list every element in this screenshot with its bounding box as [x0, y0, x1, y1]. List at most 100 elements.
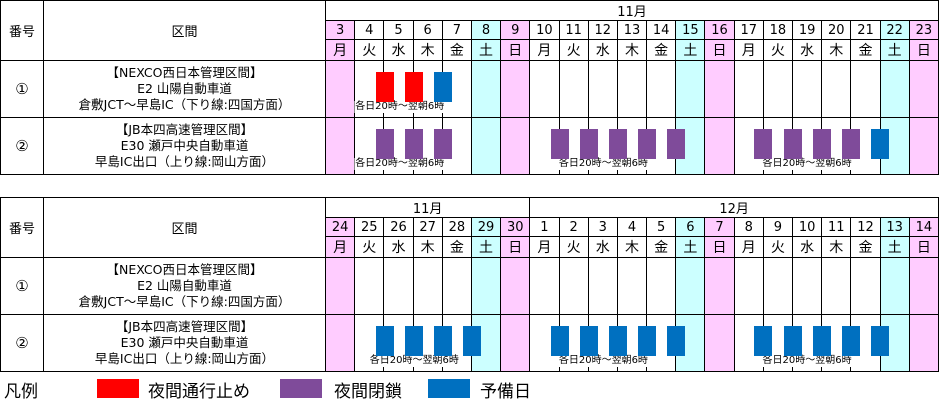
weekday: 日	[500, 39, 531, 61]
day-number: 25	[354, 217, 385, 237]
weekday: 土	[879, 236, 910, 258]
schedule-cell	[908, 314, 940, 372]
day-number: 23	[908, 20, 940, 40]
reserve-day-bar	[579, 326, 598, 356]
schedule-cell	[704, 314, 735, 372]
weekday: 水	[791, 236, 823, 258]
legend: 凡例 夜間通行止め 夜間閉鎖 予備日	[0, 377, 940, 402]
weekday: 水	[383, 236, 414, 258]
schedule-cell	[850, 257, 881, 315]
legend-swatch-night-closure-red	[97, 379, 139, 398]
weekday: 木	[412, 236, 443, 258]
route-segment: 早島IC出口（上り線:岡山方面）	[94, 351, 275, 366]
route-section: 【JB本四高速管理区間】E30 瀬戸中央自動車道早島IC出口（上り線:岡山方面）	[43, 314, 326, 372]
route-number: ①	[0, 257, 44, 315]
weekday: 木	[821, 39, 852, 61]
route-number: ①	[0, 60, 44, 118]
legend-label-night-road-closure: 夜間通行止め	[148, 382, 250, 402]
schedule-cell	[762, 257, 794, 315]
route-road-name: E30 瀬戸中央自動車道	[120, 335, 249, 350]
weekday: 日	[908, 39, 940, 61]
day-number: 10	[529, 20, 560, 40]
reserve-day-bar	[638, 326, 657, 356]
weekday: 月	[733, 236, 764, 258]
day-number: 12	[587, 20, 618, 40]
reserve-day-bar	[812, 326, 831, 356]
weekday: 木	[412, 39, 443, 61]
day-number: 1	[529, 217, 560, 237]
day-number: 6	[675, 217, 706, 237]
night-closure-bar	[754, 129, 773, 159]
schedule-cell	[791, 257, 823, 315]
night-closure-bar	[638, 129, 657, 159]
schedule-cell	[324, 257, 356, 315]
schedule-cell	[675, 60, 706, 118]
day-number: 15	[675, 20, 706, 40]
day-number: 5	[646, 217, 677, 237]
day-number: 8	[470, 20, 502, 40]
weekday: 土	[470, 236, 502, 258]
route-section: 【JB本四高速管理区間】E30 瀬戸中央自動車道早島IC出口（上り線:岡山方面）	[43, 117, 326, 175]
schedule-cell	[500, 314, 531, 372]
route-road-name: E2 山陽自動車道	[137, 81, 232, 96]
schedule-cell	[412, 257, 443, 315]
schedule-cell	[587, 60, 618, 118]
reserve-day-bar	[434, 326, 453, 356]
schedule-cell	[441, 257, 472, 315]
schedule-cell	[733, 60, 764, 118]
header-section: 区間	[43, 0, 326, 61]
day-number: 14	[908, 217, 940, 237]
weekday: 日	[704, 236, 735, 258]
route-segment: 倉敷JCT～早島IC（下り線:四国方面）	[78, 294, 291, 309]
schedule-cell	[704, 117, 735, 175]
day-number: 17	[733, 20, 764, 40]
day-number: 7	[704, 217, 735, 237]
schedule-cell	[354, 257, 385, 315]
weekday: 火	[354, 39, 385, 61]
schedule-cell	[646, 257, 677, 315]
night-closure-bar	[550, 129, 569, 159]
reserve-day-bar	[754, 326, 773, 356]
day-number: 5	[383, 20, 414, 40]
weekday: 水	[587, 39, 618, 61]
weekday: 火	[558, 39, 589, 61]
route-section: 【NEXCO西日本管理区間】E2 山陽自動車道倉敷JCT～早島IC（下り線:四国…	[43, 60, 326, 118]
schedule-cell	[704, 257, 735, 315]
route-manager: 【NEXCO西日本管理区間】	[106, 65, 263, 80]
route-segment: 早島IC出口（上り線:岡山方面）	[94, 154, 275, 169]
month-header: 11月	[324, 197, 531, 218]
schedule-cell	[704, 60, 735, 118]
header-number: 番号	[0, 0, 44, 61]
night-closure-bar	[579, 129, 598, 159]
schedule-cell	[908, 60, 940, 118]
reserve-day-bar	[463, 326, 482, 356]
weekday: 金	[850, 39, 881, 61]
route-row: ①【NEXCO西日本管理区間】E2 山陽自動車道倉敷JCT～早島IC（下り線:四…	[0, 257, 940, 315]
legend-label-reserve-day: 予備日	[480, 382, 531, 402]
day-number: 24	[324, 217, 356, 237]
weekday: 日	[500, 236, 531, 258]
night-closure-bar	[376, 129, 395, 159]
schedule-cell	[908, 257, 940, 315]
day-number: 28	[441, 217, 472, 237]
night-closure-bar	[434, 129, 453, 159]
reserve-day-bar	[667, 326, 686, 356]
weekday: 火	[762, 236, 794, 258]
day-number: 3	[324, 20, 356, 40]
schedule-cell	[587, 257, 618, 315]
weekday: 月	[733, 39, 764, 61]
day-number: 11	[821, 217, 852, 237]
reserve-day-bar	[841, 326, 860, 356]
day-number: 21	[850, 20, 881, 40]
weekday: 木	[821, 236, 852, 258]
schedule-cell	[470, 60, 502, 118]
route-manager: 【JB本四高速管理区間】	[115, 319, 254, 334]
schedule-cell	[646, 60, 677, 118]
day-number: 16	[704, 20, 735, 40]
day-number: 8	[733, 217, 764, 237]
schedule-cell	[470, 257, 502, 315]
weekday: 土	[675, 39, 706, 61]
time-window-note: 各日20時～翌朝6時	[354, 158, 446, 170]
day-number: 29	[470, 217, 502, 237]
